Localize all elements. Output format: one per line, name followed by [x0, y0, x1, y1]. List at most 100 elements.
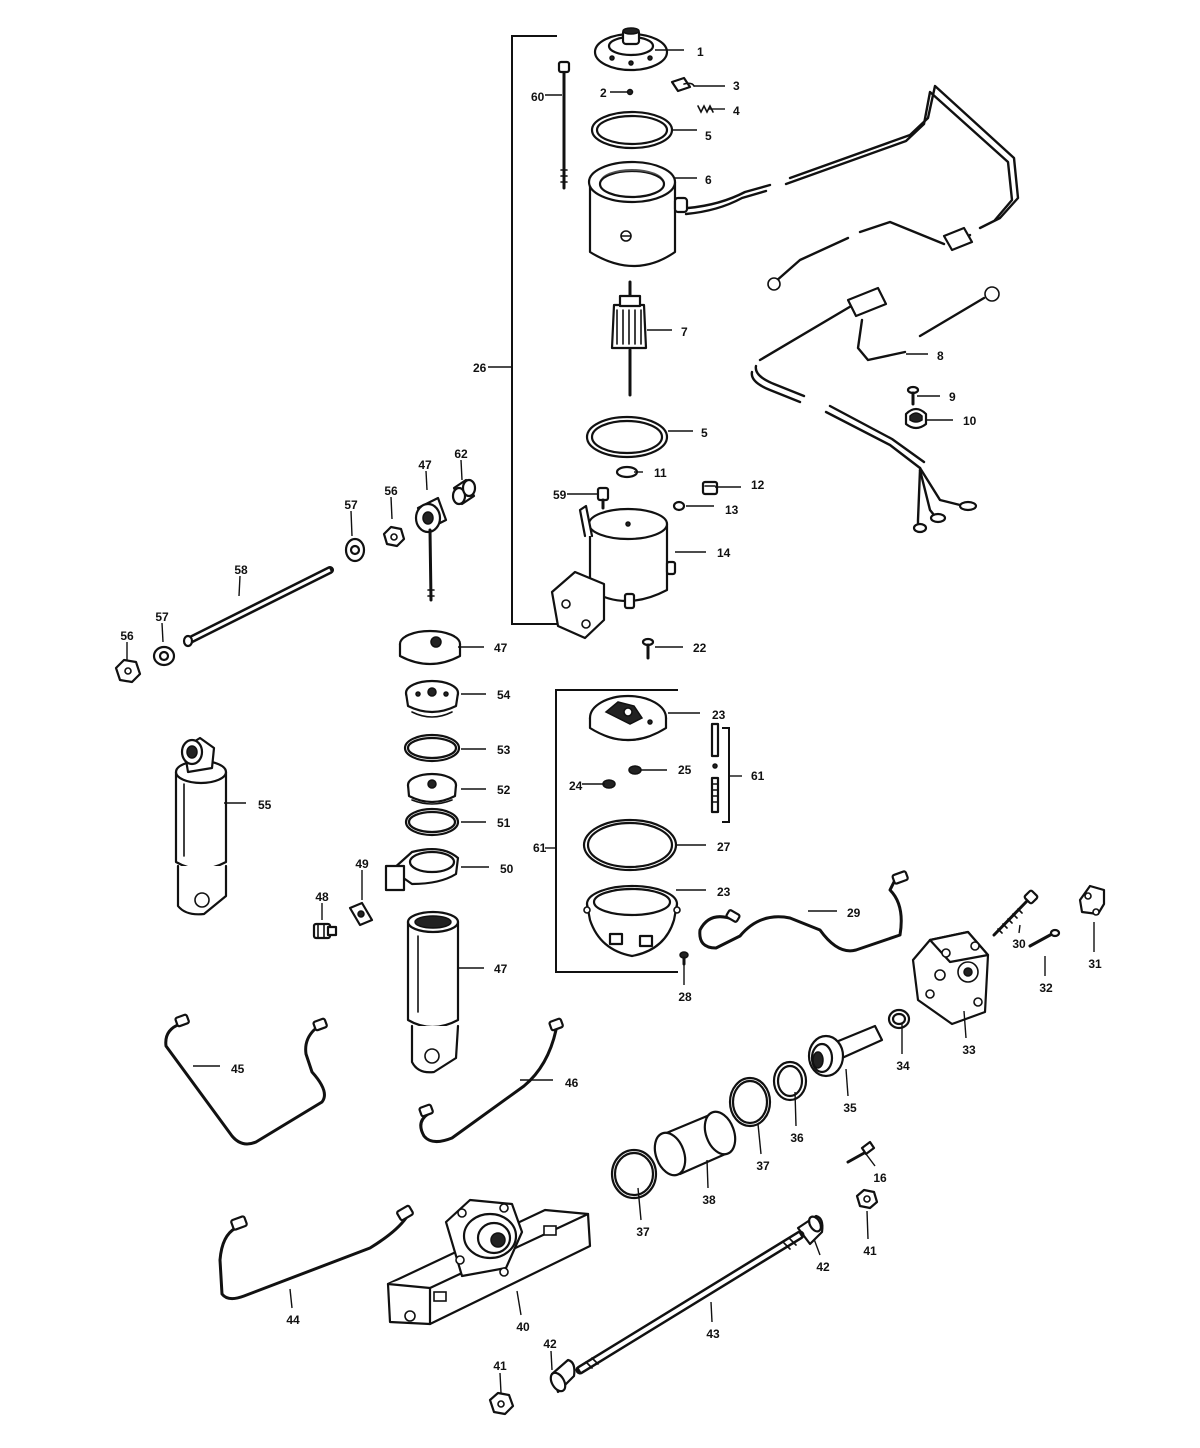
callout-label: 13	[725, 503, 739, 517]
part-7-armature	[610, 280, 648, 397]
callout-label: 3	[733, 79, 740, 93]
callout-label: 35	[843, 1101, 857, 1115]
callout-label: 9	[949, 390, 956, 404]
part-48-fitting	[312, 922, 338, 940]
part-54-gland	[404, 679, 460, 718]
callout-label: 34	[896, 1059, 910, 1073]
part-23-valve-body-bottom	[583, 884, 681, 958]
callout-label: 40	[516, 1320, 530, 1334]
callout-label: 10	[963, 414, 977, 428]
callout-label: 47	[494, 641, 508, 655]
part-13-o-ring	[672, 500, 686, 512]
callout-label: 16	[873, 1171, 887, 1185]
part-29-hydraulic-line	[698, 870, 909, 953]
callout-label: 26	[473, 361, 487, 375]
callout-leader	[1018, 924, 1021, 934]
part-61-spring-pin	[710, 722, 720, 814]
bracket-26	[511, 35, 557, 625]
part-30-long-screw	[992, 889, 1039, 937]
callout-label: 44	[286, 1313, 300, 1327]
callout-label: 61	[751, 769, 765, 783]
callout-label: 37	[756, 1159, 770, 1173]
callout-label: 23	[712, 708, 726, 722]
callout-label: 11	[654, 466, 667, 480]
callout-label: 54	[497, 688, 511, 702]
part-35-piston	[807, 1024, 884, 1078]
callout-leader	[637, 1187, 642, 1221]
part-5-ring-lower	[585, 415, 669, 459]
callout-leader	[550, 1350, 553, 1371]
callout-label: 6	[705, 173, 712, 187]
part-56-nut-left	[114, 658, 142, 684]
part-32-screw	[1028, 928, 1061, 948]
callout-leader	[706, 1159, 709, 1189]
callout-leader	[794, 1091, 797, 1127]
callout-label: 47	[494, 962, 508, 976]
part-47-rod-end	[414, 496, 448, 602]
callout-label: 62	[454, 447, 468, 461]
part-37-o-ring-upper	[728, 1076, 772, 1128]
part-36-o-ring	[772, 1060, 808, 1102]
part-10-clamp	[904, 407, 928, 430]
callout-label: 36	[790, 1131, 804, 1145]
callout-label: 2	[600, 86, 607, 100]
callout-leader	[425, 470, 428, 491]
part-37-o-ring-lower	[610, 1148, 658, 1200]
part-1-end-cap	[593, 27, 669, 72]
part-16-fitting	[846, 1140, 876, 1164]
callout-label: 22	[693, 641, 707, 655]
part-42-fitting-right	[796, 1214, 824, 1246]
callout-label: 7	[681, 325, 688, 339]
callout-leader	[350, 510, 353, 537]
part-55-cylinder	[174, 736, 228, 916]
callout-leader	[845, 1068, 849, 1097]
part-59-screw	[596, 486, 610, 510]
callout-label: 55	[258, 798, 272, 812]
callout-label: 42	[543, 1337, 557, 1351]
callout-label: 28	[678, 990, 692, 1004]
callout-label: 57	[155, 610, 169, 624]
part-44-hydraulic-line	[218, 1204, 414, 1301]
callout-label: 48	[315, 890, 329, 904]
callout-label: 41	[863, 1244, 877, 1258]
part-6-motor-housing	[587, 160, 689, 268]
callout-label: 41	[493, 1359, 507, 1373]
part-34-o-ring	[887, 1008, 911, 1030]
callout-label: 29	[847, 906, 861, 920]
callout-leader	[238, 575, 241, 597]
callout-label: 4	[733, 104, 740, 118]
part-9-screw	[906, 385, 920, 406]
part-58-shaft	[182, 566, 334, 648]
callout-label: 1	[697, 45, 704, 59]
part-22-screw	[641, 637, 655, 660]
callout-label: 47	[418, 458, 432, 472]
callout-label: 52	[497, 783, 511, 797]
callout-leader	[516, 1290, 522, 1316]
callout-label: 14	[717, 546, 731, 560]
part-45-hydraulic-line	[164, 1013, 328, 1146]
callout-leader	[710, 1301, 713, 1323]
callout-label: 5	[705, 129, 712, 143]
part-25-valve	[628, 765, 642, 775]
callout-label: 23	[717, 885, 731, 899]
part-38-cylinder-sleeve	[653, 1110, 737, 1177]
callout-label: 12	[751, 478, 765, 492]
part-28-screw	[679, 951, 689, 966]
callout-leader	[866, 1210, 869, 1240]
callout-leader	[161, 622, 164, 643]
part-27-seal-ring	[582, 818, 678, 872]
part-53-o-ring	[403, 733, 461, 763]
callout-label: 56	[384, 484, 398, 498]
callout-label: 8	[937, 349, 944, 363]
callout-label: 30	[1012, 937, 1026, 951]
part-43-tie-rod	[575, 1230, 805, 1375]
callout-label: 25	[678, 763, 692, 777]
callout-label: 31	[1088, 957, 1102, 971]
callout-label: 24	[569, 779, 583, 793]
part-3-brush	[670, 76, 695, 93]
callout-leader	[289, 1288, 293, 1309]
callout-label: 49	[355, 857, 369, 871]
callout-label: 50	[500, 862, 514, 876]
